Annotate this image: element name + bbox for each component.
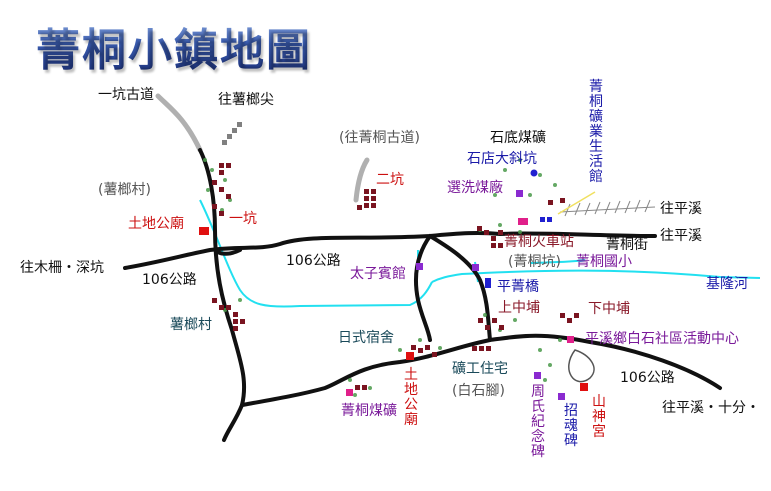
museum-marker-2 [547,217,552,222]
label-jingtong-elementary: 菁桐國小 [576,254,632,270]
label-yikeng-trail: 一坑古道 [98,87,154,103]
hill-loop [568,349,595,383]
museum-pointer [557,191,596,215]
label-er-keng: 二坑 [376,172,404,188]
wash-plant-marker [516,190,523,197]
trail-dots [222,122,242,145]
landmark-markers [199,169,588,400]
label-to-mucha-shenkeng: 往木柵・深坑 [20,260,104,276]
tudi-temple-2-marker [406,352,414,360]
label-baishi-community-center: 平溪鄉白石社區活動中心 [585,331,739,347]
label-xia-zhongpu: 下中埔 [588,301,630,317]
map-title: 菁桐小鎮地圖 [36,14,312,78]
tudi-temple-1-marker [199,227,209,235]
label-to-pingxi-2: 往平溪 [660,228,702,244]
station-marker [518,218,528,225]
label-zhaohun-stele: 招魂碑 [564,403,578,449]
label-jingtong-coal-mine: 菁桐煤礦 [341,403,397,419]
label-shuchiu-village-paren: (薯榔村) [98,182,151,198]
label-jingtong-station: 菁桐火車站 [504,234,574,250]
label-road-106-b: 106公路 [286,253,341,269]
memorial-marker [534,372,541,379]
museum-marker-1 [540,217,545,222]
elementary-marker [472,264,479,271]
label-to-shuchiu-jian: 往薯榔尖 [218,92,274,108]
old-trail [155,93,370,203]
label-jingtong-street: 菁桐街 [606,237,648,253]
label-pingjing-bridge: 平菁橋 [497,279,539,295]
label-shang-zhongpu: 上中埔 [498,300,540,316]
label-jingtong-keng-paren: (菁桐坑) [508,254,561,270]
mountain-god-marker [580,383,588,391]
stele-marker [558,393,565,400]
coal-mine-marker [346,389,353,396]
vegetation [203,158,562,397]
label-shuchiu-village: 薯榔村 [170,317,212,333]
label-taizi-guesthouse: 太子賓館 [350,266,406,282]
railway [559,199,656,217]
road-network [123,148,722,442]
label-zhou-memorial: 周氏紀念碑 [531,384,545,460]
incline-marker [530,169,538,177]
label-japanese-dorm: 日式宿舍 [338,330,394,346]
buildings [212,163,579,390]
label-to-pingxi-1: 往平溪 [660,201,702,217]
label-mountain-god-temple: 山神宮 [592,394,606,440]
community-center-marker [567,336,574,343]
label-keelung-river: 基隆河 [706,276,748,292]
guesthouse-marker [416,263,423,270]
label-tudi-temple-2: 土地公廟 [404,367,418,428]
label-to-jingtong-trail: (往菁桐古道) [339,130,420,146]
label-road-106-c: 106公路 [620,370,675,386]
label-yi-keng: 一坑 [229,211,257,227]
label-coal-wash-plant: 選洗煤廠 [447,180,503,196]
label-miners-housing: 礦工住宅 [452,361,508,377]
label-road-106-a: 106公路 [142,272,197,288]
label-tudi-temple-1: 土地公廟 [128,216,184,232]
label-stone-bottom-mine: 石底煤礦 [490,130,546,146]
label-mining-life-museum: 菁桐礦業生活館 [589,79,603,185]
bridge-marker [485,278,491,288]
label-to-pingxi-shifen: 往平溪・十分・ [662,400,760,416]
label-stone-incline: 石店大斜坑 [467,151,537,167]
label-baishijiao-paren: (白石腳) [452,383,505,399]
